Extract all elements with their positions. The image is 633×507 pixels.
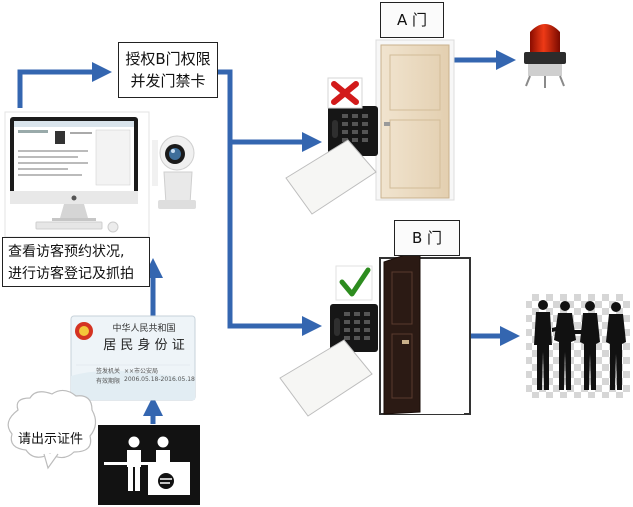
speech-cloud-icon [7, 389, 97, 470]
desktop-computer-icon [4, 111, 150, 238]
check-reservation-box: 查看访客预约状况, 进行访客登记及抓拍 [2, 237, 150, 287]
issue-card-label: 并发门禁卡 [130, 72, 206, 90]
reception-desk-icon [98, 425, 200, 505]
card-reader-icon [330, 304, 378, 352]
id-card-row2-label: 有效期限 [96, 378, 121, 385]
door-b-label-box: B 门 [394, 220, 460, 256]
id-card-title: 居 民 身 份 证 [103, 338, 185, 353]
check-line-2: 进行访客登记及抓拍 [8, 266, 134, 282]
cross-mark-icon [327, 77, 363, 109]
check-mark-icon [335, 265, 373, 301]
authorize-label: 授权B门权限 [125, 50, 211, 68]
door-a-icon [375, 39, 455, 201]
arrow-computer-to-authorize [17, 62, 112, 108]
id-card-row1-label: 签发机关 [96, 368, 121, 375]
door-a-label: A 门 [396, 11, 428, 29]
door-b-label: B 门 [411, 229, 443, 247]
id-card-header: 中华人民共和国 [112, 324, 176, 334]
id-card-icon [70, 315, 196, 401]
door-b-icon [379, 249, 471, 415]
access-card-icon [279, 339, 373, 417]
door-a-label-box: A 门 [380, 2, 444, 38]
id-card-row2-value: 2006.05.18-2016.05.18 [124, 376, 195, 383]
card-reader-icon [328, 106, 378, 156]
show-id-label: 请出示证件 [18, 432, 84, 447]
access-card-icon [285, 139, 377, 215]
arrow-authorize-to-doors-trunk [218, 69, 322, 336]
id-card-row1-value: ××市公安局 [124, 368, 159, 375]
authorize-door-b-box: 授权B门权限 并发门禁卡 [118, 42, 218, 98]
business-people-icon [526, 294, 630, 398]
warning-light-icon [520, 18, 570, 94]
webcam-icon [152, 135, 196, 209]
connectors [17, 50, 520, 424]
check-line-1: 查看访客预约状况, [8, 244, 125, 260]
